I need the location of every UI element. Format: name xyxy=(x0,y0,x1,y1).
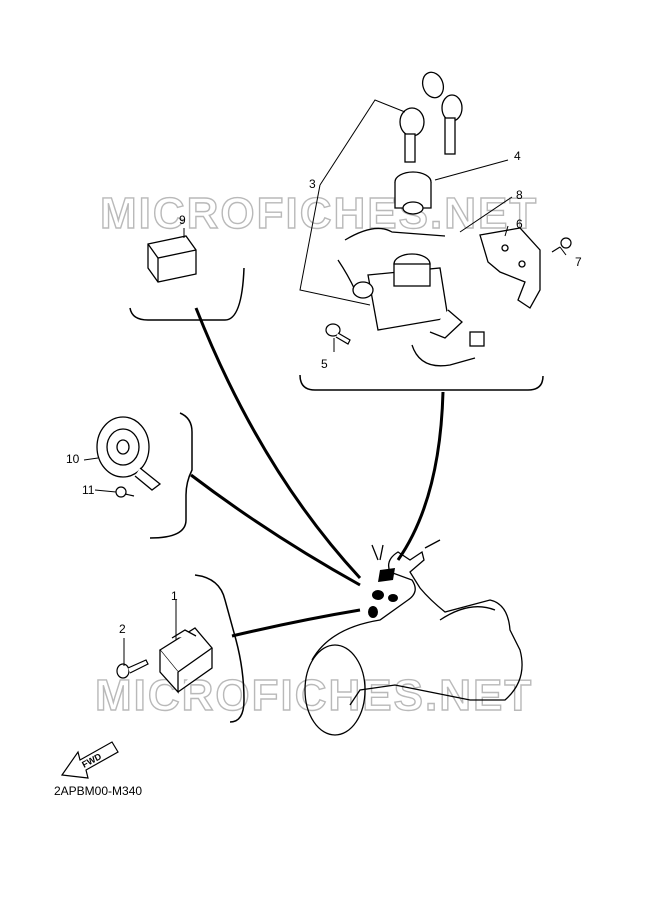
callout-7: 7 xyxy=(575,255,582,269)
callout-10: 10 xyxy=(66,452,80,466)
callout-5: 5 xyxy=(321,357,328,371)
leader-relay xyxy=(194,307,362,580)
group-bracket-relay xyxy=(129,267,245,321)
callout-2: 2 xyxy=(119,622,126,636)
relay-part xyxy=(147,235,197,283)
bolt-part-5 xyxy=(325,323,351,345)
watermark-bottom: MICROFICHES.NET xyxy=(95,671,533,720)
rectifier-part xyxy=(159,627,213,694)
group-bracket-horn xyxy=(149,412,193,539)
main-switch-part xyxy=(337,227,485,367)
bolt-part-2 xyxy=(116,659,149,679)
bracket-part xyxy=(479,227,541,309)
component-marks xyxy=(368,568,398,618)
leader-rectifier xyxy=(231,608,361,638)
screw-part-11 xyxy=(115,486,135,498)
callout-9: 9 xyxy=(179,213,186,227)
group-bracket-rectifier xyxy=(194,574,245,723)
callout-3: 3 xyxy=(309,177,316,191)
horn-part xyxy=(96,416,162,491)
callout-4: 4 xyxy=(514,149,521,163)
fwd-arrow-icon: FWD xyxy=(60,741,119,779)
leader-lock xyxy=(396,391,445,561)
watermark-top: MICROFICHES.NET xyxy=(100,189,538,238)
keys-part xyxy=(399,71,463,163)
screw-part-7 xyxy=(551,237,572,253)
callout-1: 1 xyxy=(171,589,178,603)
callout-6: 6 xyxy=(516,217,523,231)
callout-leaders xyxy=(83,99,567,666)
group-bracket-lock xyxy=(299,374,544,391)
leader-horn xyxy=(190,473,361,587)
scooter-outline xyxy=(304,539,523,736)
diagram-reference: 2APBM00-M340 xyxy=(54,784,142,798)
callout-11: 11 xyxy=(82,483,95,497)
lock-cylinder-part xyxy=(394,171,432,215)
callout-8: 8 xyxy=(516,188,523,202)
